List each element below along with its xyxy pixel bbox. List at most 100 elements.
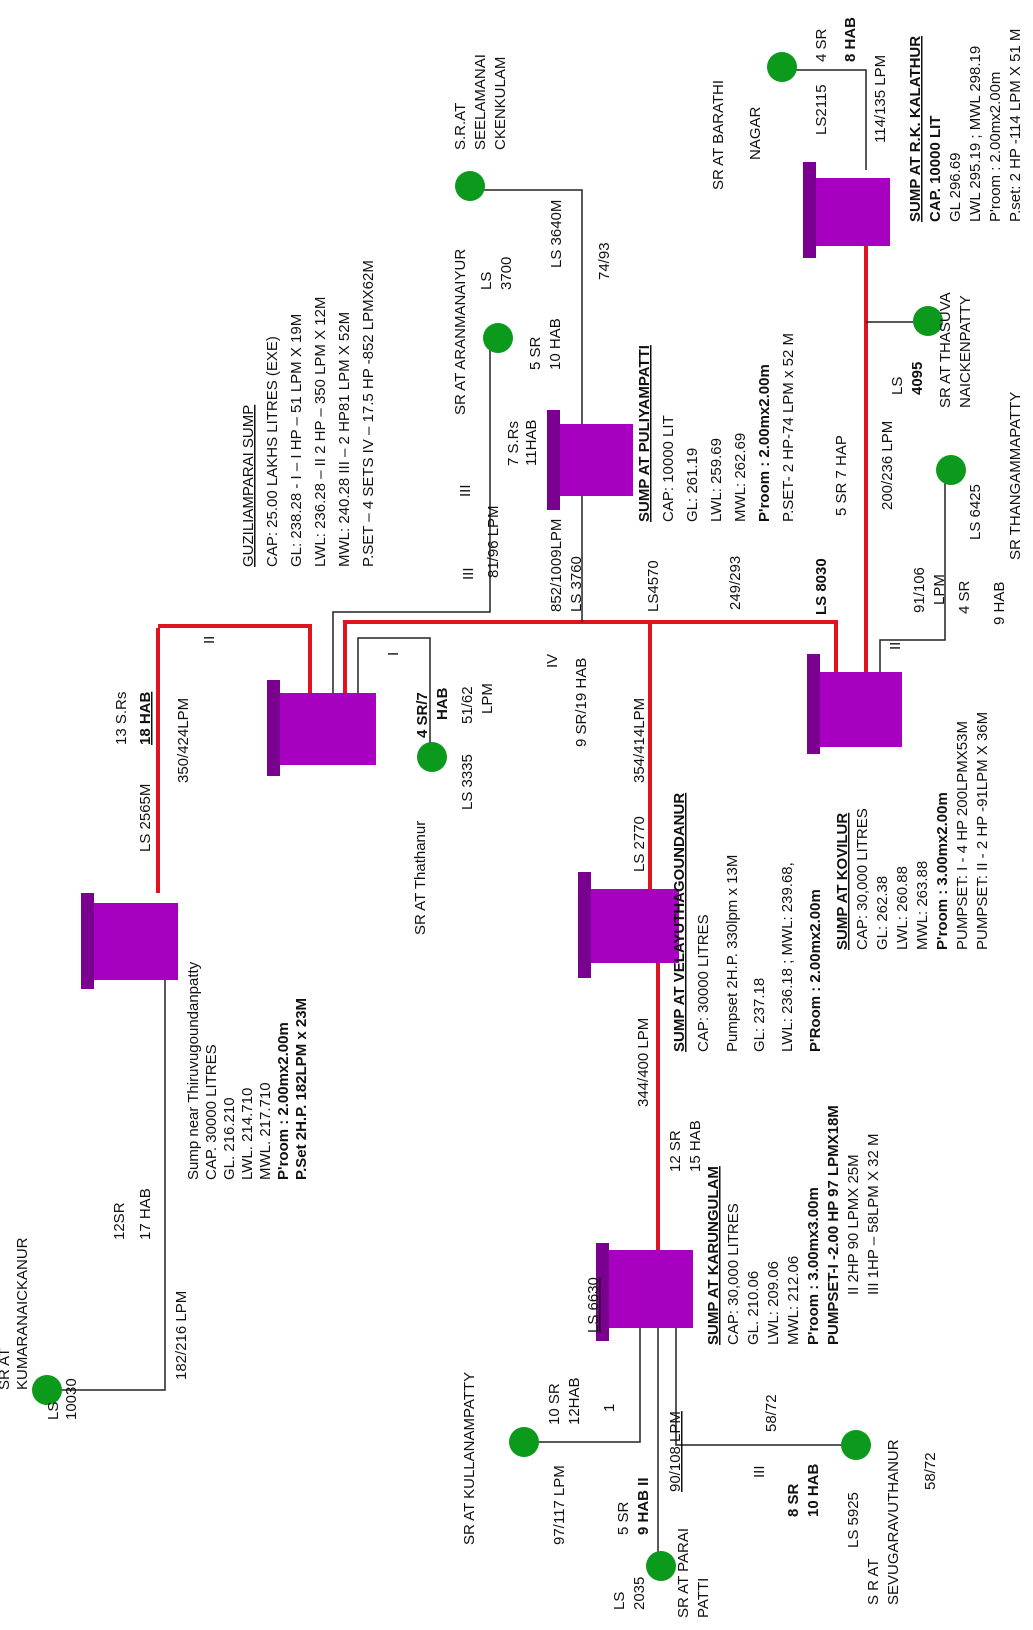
seelamanaickenkulam-lpm: 74/93	[596, 242, 613, 280]
thasuva-ls: LS	[889, 377, 906, 395]
sump-puliyampatti	[547, 410, 633, 510]
paraipatti-lpm: 90/108 LPM	[667, 1411, 684, 1492]
sevugaravuthanur-name-2: SEVUGARAVUTHANUR	[885, 1439, 902, 1605]
kovilur-line-6: PUMPSET: I - 4 HP 200LPMX53M	[954, 721, 971, 950]
seelamanaickenkulam-ls: LS 3640M	[548, 200, 565, 268]
thangammapatty-lpm-2: LPM	[931, 574, 948, 605]
branch-guziliamparai-III	[332, 345, 491, 693]
thasuva-ls-value: 4095	[909, 362, 926, 395]
thathanur-sr: 4 SR/7	[414, 692, 431, 738]
velayuthagoundanur-sr-hab: 9 SR/19 HAB	[573, 658, 590, 747]
guziliamparai-line-3: LWL: 236.28 – II 2 HP – 350 LPM X 12M	[312, 297, 329, 567]
aranmanaiyur-hab: 10 HAB	[547, 318, 564, 370]
seelamanaickenkulam-labels: S.R.AT SEELAMANAI CKENKULAM LS 3640M 74/…	[452, 54, 613, 280]
karungulam-line-5: P'room : 3.00mx3.00m	[805, 1187, 822, 1345]
barathinagar-sr: 4 SR	[813, 28, 830, 62]
puliyampatti-line-3: LWL: 259.69	[708, 438, 725, 522]
thathanur-hab: HAB	[434, 687, 451, 720]
thathanur-ls: LS 3335	[459, 754, 476, 810]
sump-guziliamparai	[267, 680, 376, 776]
aranmanaiyur-name: SR AT ARANMANAIYUR	[452, 249, 469, 415]
thiruvugoundanpatty-srs: 13 S.Rs	[113, 692, 130, 745]
barathinagar-lpm: 114/135 LPM	[872, 55, 889, 143]
karungulam-line-6: PUMPSET-I -2.00 HP 97 LPMX18M	[825, 1105, 842, 1345]
sr-seelamanaickenkulam-marker	[455, 171, 485, 201]
velayuthagoundanur-line-5: P'Room : 2.00mx2.00m	[807, 889, 824, 1052]
thasuva-name-2: NAICKENPATTY	[957, 295, 974, 408]
rkkalathur-labels: SUMP AT R.K. KALATHUR CAP. 10000 LIT GL …	[907, 29, 1024, 222]
kumaranaickanur-labels: SR AT KUMARANAICKANUR LS 10030 182/216 L…	[0, 1188, 190, 1420]
aranmanaiyur-sr: 5 SR	[527, 336, 544, 370]
puliyampatti-line-5: P'room : 2.00mx2.00m	[756, 364, 773, 522]
branch-lines	[48, 69, 946, 1563]
velayuthagoundanur-line-3: GL: 237.18	[751, 978, 768, 1052]
puliyampatti-line-1: CAP: 10000 LIT	[660, 415, 677, 522]
puliyampatti-line-4: MWL: 262.69	[732, 433, 749, 522]
thangammapatty-labels: 91/106 LPM 4 SR 9 HAB LS 6425 SR THANGAM…	[911, 392, 1024, 625]
paraipatti-ls: LS	[611, 1592, 628, 1610]
guziliamparai-line-5: P.SET – 4 SETS IV – 17.5 HP -852 LPMX62M	[360, 260, 377, 567]
karungulam-title: SUMP AT KARUNGULAM	[705, 1166, 722, 1345]
kullanampatty-name: SR AT KULLANAMPATTY	[461, 1372, 478, 1545]
puliyampatti-line-6: P.SET- 2 HP-74 LPM x 52 M	[780, 333, 797, 522]
sump-karungulam	[596, 1243, 693, 1341]
thiruvugoundanpatty-line-6: P'room : 2.00mx2.00m	[275, 1022, 292, 1180]
sump-kovilur	[807, 654, 902, 754]
velayuthagoundanur-ls: LS 2770	[631, 816, 648, 872]
puliyampatti-labels: SUMP AT PULIYAMPATTI CAP: 10000 LIT GL: …	[457, 333, 797, 612]
guziliamparai-outlet-II: II	[201, 636, 218, 644]
thiruvugoundanpatty-line-2: CAP. 30000 LITRES	[203, 1044, 220, 1180]
thangammapatty-name: SR THANGAMMAPATTY	[1007, 392, 1024, 560]
thathanur-lpm-2: LPM	[479, 683, 496, 714]
rkkalathur-line-2: GL 296.69	[947, 153, 964, 223]
barathinagar-ls: LS2115	[813, 84, 830, 135]
sevugaravuthanur-lpm-a: 58/72	[763, 1394, 780, 1432]
rkkalathur-title: SUMP AT R.K. KALATHUR	[907, 36, 924, 222]
puliyampatti-branch: III	[457, 484, 474, 497]
guziliamparai-line-4: MWL: 240.28 III – 2 HP81 LPM X 52M	[336, 312, 353, 567]
rkkalathur-line-1: CAP. 10000 LIT	[927, 116, 944, 222]
kovilur-ls-in: LS4570	[645, 560, 662, 612]
kovilur-sr: 5 SR 7 HAP	[833, 435, 850, 516]
thangammapatty-sr: 4 SR	[956, 580, 973, 614]
velayuthagoundanur-line-4: LWL: 236.18 ; MWL: 239.68,	[779, 862, 796, 1052]
rkkalathur-line-3: LWL 295.19 ; MWL 298.19	[967, 46, 984, 222]
paraipatti-name-2: PATTI	[695, 1578, 712, 1618]
guziliamparai-title: GUZILIAMPARAI SUMP	[240, 405, 257, 567]
paraipatti-ls-value: 2035	[631, 1577, 648, 1610]
sr-thasuva-marker	[913, 306, 943, 336]
thasuva-labels: LS 4095 SR AT THASUVA NAICKENPATTY	[889, 292, 974, 408]
kovilur-labels: SUMP AT KOVILUR CAP: 30,000 LITRES GL: 2…	[645, 421, 991, 950]
guziliamparai-outlet-IV: IV	[544, 654, 561, 668]
karungulam-line-8: III 1HP – 58LPM X 32 M	[865, 1134, 882, 1295]
trunk-main-lines	[156, 214, 868, 1250]
branch-karungulam-I	[530, 1305, 641, 1443]
karungulam-line-2: GL. 210.06	[745, 1271, 762, 1345]
kovilur-line-2: GL: 262.38	[874, 876, 891, 950]
puliyampatti-title: SUMP AT PULIYAMPATTI	[636, 345, 653, 522]
karungulam-labels: 12 SR 15 HAB LS 6630 SUMP AT KARUNGULAM …	[585, 1105, 882, 1345]
branch-karungulam-III	[675, 1305, 852, 1446]
karungulam-line-3: LWL: 209.06	[765, 1261, 782, 1345]
kumaranaickanur-lpm: 182/216 LPM	[173, 1291, 190, 1380]
sr-thathanur-marker	[417, 742, 447, 772]
kovilur-line-4: MWL: 263.88	[914, 861, 931, 950]
velayuthagoundanur-lpm-out: 344/400 LPM	[635, 1018, 652, 1107]
sr-sevugaravuthanur-marker	[841, 1430, 871, 1460]
thangammapatty-ls: LS 6425	[967, 484, 984, 540]
sevugaravuthanur-hab: 10 HAB	[805, 1463, 822, 1517]
branch-to-thangammapatty	[879, 470, 946, 672]
puliyampatti-line-2: GL: 261.19	[684, 448, 701, 522]
main-header-line	[158, 624, 312, 693]
thiruvugoundanpatty-line-4: LWL. 214.710	[239, 1088, 256, 1180]
kullanampatty-hab: 12HAB	[566, 1377, 583, 1425]
kumaranaickanur-name-2: KUMARANAICKANUR	[14, 1237, 31, 1390]
kullanampatty-branch: 1	[601, 1404, 618, 1412]
karungulam-line-4: MWL: 212.06	[785, 1256, 802, 1345]
sr-paraipatti-marker	[646, 1551, 676, 1581]
rkkalathur-line-5: P.set: 2 HP -114 LPM X 51 M	[1007, 29, 1024, 222]
sr-aranmanaiyur-marker	[483, 323, 513, 353]
aranmanaiyur-ls: LS	[478, 272, 495, 290]
sr-markers	[32, 52, 966, 1581]
